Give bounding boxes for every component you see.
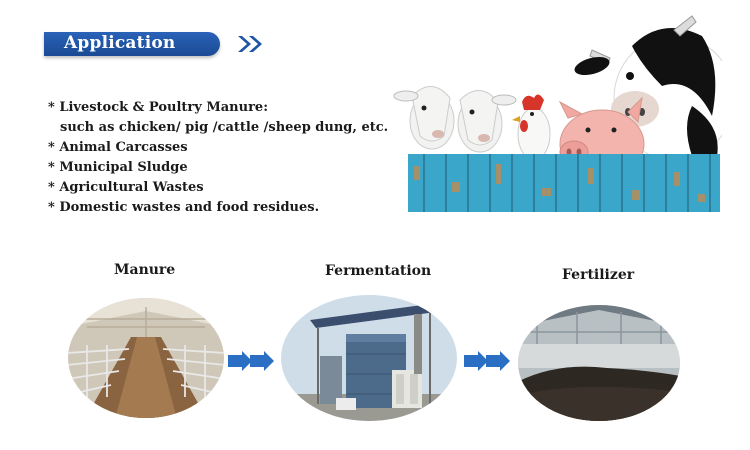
farm-animals-image	[393, 15, 722, 212]
list-item: * Agricultural Wastes	[48, 180, 204, 195]
step-label-fermentation: Fermentation	[325, 263, 432, 279]
double-chevron-right-icon	[238, 36, 262, 52]
double-arrow-right-icon	[464, 351, 510, 371]
list-item: * Municipal Sludge	[48, 160, 188, 175]
list-item: * Livestock & Poultry Manure:	[48, 100, 268, 115]
fertilizer-warehouse-photo	[518, 305, 680, 421]
step-label-manure: Manure	[114, 262, 176, 278]
list-item: * Domestic wastes and food residues.	[48, 200, 320, 215]
application-list: * Livestock & Poultry Manure: such as ch…	[48, 98, 388, 218]
goat-illustration	[393, 86, 517, 153]
step-label-fertilizer: Fertilizer	[562, 267, 635, 283]
rooster-illustration	[512, 94, 551, 161]
section-title: Application	[64, 33, 176, 53]
fermentation-tank-photo	[281, 295, 457, 421]
list-item: * Animal Carcasses	[48, 140, 188, 155]
pig-barn-photo	[68, 298, 224, 418]
section-banner: Application	[44, 32, 220, 56]
list-item: such as chicken/ pig /cattle /sheep dung…	[60, 120, 389, 135]
double-arrow-right-icon	[228, 351, 274, 371]
wooden-fence-illustration	[408, 154, 720, 212]
